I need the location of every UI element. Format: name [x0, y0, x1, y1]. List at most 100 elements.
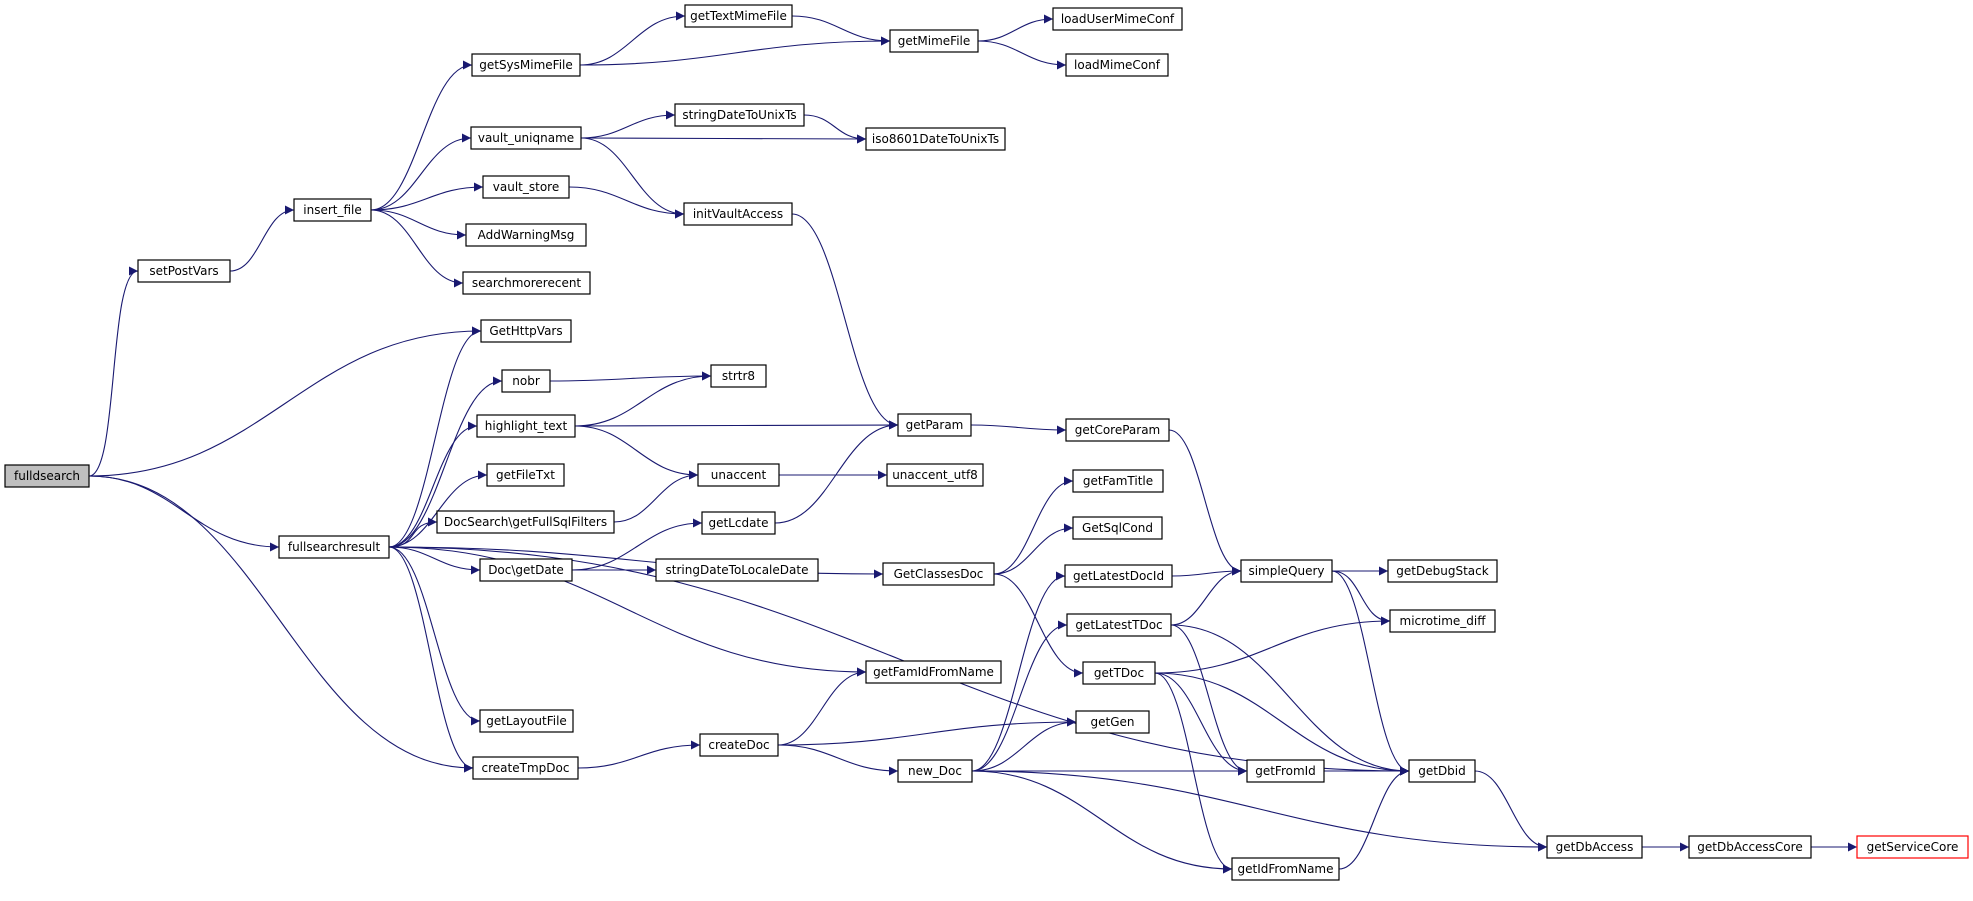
- node-label: searchmorerecent: [472, 276, 582, 290]
- node-fullsearchresult[interactable]: fullsearchresult: [278, 535, 390, 559]
- node-get-latest-doc-id[interactable]: getLatestDocId: [1064, 564, 1173, 588]
- node-unaccent[interactable]: unaccent: [697, 463, 780, 487]
- node-get-classes-doc[interactable]: GetClassesDoc: [882, 562, 995, 586]
- node-get-http-vars[interactable]: GetHttpVars: [480, 319, 572, 343]
- node-get-dbid[interactable]: getDbid: [1408, 759, 1476, 783]
- node-box: [710, 364, 767, 388]
- node-add-warning-msg[interactable]: AddWarningMsg: [465, 223, 587, 247]
- node-get-mime-file[interactable]: getMimeFile: [889, 29, 979, 53]
- node-box: [1082, 661, 1156, 685]
- edge-get-classes-doc-to-get-fam-title: [993, 476, 1074, 575]
- edge-fullsearchresult-to-get-http-vars: [388, 326, 482, 548]
- node-label: stringDateToUnixTs: [682, 108, 796, 122]
- node-get-db-access-core[interactable]: getDbAccessCore: [1688, 835, 1812, 859]
- node-label: stringDateToLocaleDate: [666, 563, 809, 577]
- node-new-doc[interactable]: new_Doc: [897, 759, 973, 783]
- node-microtime-diff[interactable]: microtime_diff: [1389, 609, 1496, 633]
- node-box: [470, 126, 582, 150]
- node-load-user-mime-conf[interactable]: loadUserMimeConf: [1052, 7, 1183, 31]
- node-get-lcdate[interactable]: getLcdate: [701, 511, 776, 535]
- node-insert-file[interactable]: insert_file: [293, 198, 372, 222]
- node-get-id-from-name[interactable]: getIdFromName: [1231, 857, 1340, 881]
- node-box: [1408, 759, 1476, 783]
- node-string-date-to-unix-ts[interactable]: stringDateToUnixTs: [674, 103, 805, 127]
- node-box: [482, 175, 570, 199]
- node-label: Doc\getDate: [488, 563, 564, 577]
- node-get-latest-tdoc[interactable]: getLatestTDoc: [1066, 613, 1172, 637]
- node-get-tdoc[interactable]: getTDoc: [1082, 661, 1156, 685]
- node-searchmorerecent[interactable]: searchmorerecent: [462, 271, 591, 295]
- node-get-param[interactable]: getParam: [897, 413, 972, 437]
- node-init-vault-access[interactable]: initVaultAccess: [683, 202, 793, 226]
- node-iso8601-date-to-unix-ts[interactable]: iso8601DateToUnixTs: [865, 127, 1006, 151]
- node-vault-store[interactable]: vault_store: [482, 175, 570, 199]
- node-box: [462, 271, 591, 295]
- node-box: [1240, 559, 1333, 583]
- edge-new-doc-to-get-latest-doc-id: [971, 571, 1066, 772]
- node-nobr[interactable]: nobr: [501, 369, 551, 393]
- node-get-fam-title[interactable]: getFamTitle: [1072, 469, 1164, 493]
- edge-get-mime-file-to-load-mime-conf: [977, 40, 1067, 70]
- node-get-db-access[interactable]: getDbAccess: [1546, 835, 1643, 859]
- node-label: AddWarningMsg: [478, 228, 575, 242]
- node-label: setPostVars: [149, 264, 218, 278]
- node-get-core-param[interactable]: getCoreParam: [1065, 418, 1170, 442]
- node-label: simpleQuery: [1248, 564, 1324, 578]
- node-get-file-txt[interactable]: getFileTxt: [486, 463, 565, 487]
- node-strtr8[interactable]: strtr8: [710, 364, 767, 388]
- edge-get-classes-doc-to-get-tdoc: [993, 573, 1084, 678]
- edge-simple-query-to-microtime-diff: [1331, 570, 1391, 626]
- node-box: [1246, 759, 1325, 783]
- edge-fulldsearch-to-get-http-vars: [88, 326, 482, 477]
- edge-fullsearchresult-to-doc-get-date: [388, 546, 481, 575]
- edge-init-vault-access-to-get-param: [791, 213, 899, 430]
- node-doc-get-date[interactable]: Doc\getDate: [479, 558, 573, 582]
- node-get-debug-stack[interactable]: getDebugStack: [1387, 559, 1498, 583]
- edge-doc-get-date-to-get-lcdate: [571, 518, 703, 571]
- node-box: [480, 319, 572, 343]
- node-box: [479, 709, 574, 733]
- node-get-gen[interactable]: getGen: [1075, 710, 1150, 734]
- node-set-post-vars[interactable]: setPostVars: [137, 259, 231, 283]
- node-get-sql-cond[interactable]: GetSqlCond: [1072, 516, 1163, 540]
- node-vault-uniqname[interactable]: vault_uniqname: [470, 126, 582, 150]
- node-box: [1065, 53, 1169, 77]
- edge-get-tdoc-to-microtime-diff: [1154, 616, 1391, 674]
- node-get-fam-id-from-name[interactable]: getFamIdFromName: [865, 660, 1002, 684]
- node-load-mime-conf[interactable]: loadMimeConf: [1065, 53, 1169, 77]
- node-get-text-mime-file[interactable]: getTextMimeFile: [684, 4, 793, 28]
- node-fulldsearch[interactable]: fulldsearch: [4, 464, 90, 488]
- node-label: getServiceCore: [1867, 840, 1959, 854]
- node-label: getFamTitle: [1083, 474, 1153, 488]
- node-get-from-id[interactable]: getFromId: [1246, 759, 1325, 783]
- edge-create-doc-to-get-fam-id-from-name: [777, 667, 867, 746]
- node-box: [886, 463, 984, 487]
- node-unaccent-utf8[interactable]: unaccent_utf8: [886, 463, 984, 487]
- edge-fullsearchresult-to-nobr: [388, 376, 503, 548]
- node-box: [1546, 835, 1643, 859]
- node-doc-search-get-full-sql-filters[interactable]: DocSearch\getFullSqlFilters: [436, 510, 615, 534]
- node-box: [1856, 835, 1969, 859]
- node-box: [1389, 609, 1496, 633]
- edge-fullsearchresult-to-get-layout-file: [388, 546, 481, 726]
- node-label: GetHttpVars: [489, 324, 562, 338]
- node-label: getDbAccess: [1556, 840, 1634, 854]
- node-box: [1075, 710, 1150, 734]
- edge-create-doc-to-get-gen: [777, 717, 1077, 746]
- node-box: [472, 756, 579, 780]
- node-get-sys-mime-file[interactable]: getSysMimeFile: [471, 53, 581, 77]
- edges: [88, 11, 1857, 874]
- node-string-date-to-locale-date[interactable]: stringDateToLocaleDate: [655, 558, 819, 582]
- node-create-tmp-doc[interactable]: createTmpDoc: [472, 756, 579, 780]
- edge-new-doc-to-get-id-from-name: [971, 770, 1233, 874]
- node-get-layout-file[interactable]: getLayoutFile: [479, 709, 574, 733]
- node-box: [1387, 559, 1498, 583]
- node-label: unaccent_utf8: [892, 468, 978, 482]
- node-get-service-core[interactable]: getServiceCore: [1856, 835, 1969, 859]
- node-box: [1064, 564, 1173, 588]
- node-simple-query[interactable]: simpleQuery: [1240, 559, 1333, 583]
- node-box: [436, 510, 615, 534]
- node-create-doc[interactable]: createDoc: [699, 733, 779, 757]
- node-highlight-text[interactable]: highlight_text: [476, 414, 576, 438]
- edge-get-latest-tdoc-to-get-from-id: [1170, 624, 1248, 776]
